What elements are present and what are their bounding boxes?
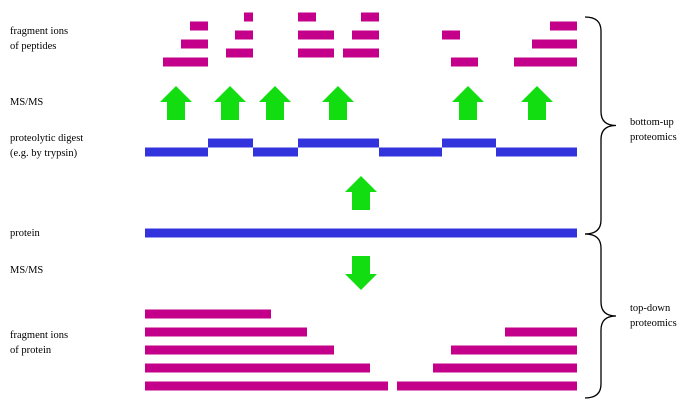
- label-bottom-up-proteomics: bottom-up proteomics: [630, 115, 677, 145]
- label-proteolytic-digest: proteolytic digest (e.g. by trypsin): [10, 131, 83, 161]
- peptide-fragment-bar: [244, 12, 253, 22]
- peptide-fragment-bar: [298, 12, 316, 22]
- label-line: proteomics: [630, 318, 677, 329]
- protein-fragment-bar: [145, 381, 388, 391]
- up-arrow: [521, 86, 553, 120]
- peptide-fragment-bar: [361, 12, 379, 22]
- label-protein: protein: [10, 226, 40, 241]
- peptide-segment: [145, 147, 208, 157]
- label-line: bottom-up: [630, 117, 674, 128]
- protein-bar: [145, 228, 577, 238]
- peptide-fragment-bar: [550, 21, 577, 31]
- label-line: MS/MS: [10, 97, 44, 108]
- protein-fragment-bar: [145, 345, 334, 355]
- peptide-fragment-bar: [298, 30, 334, 40]
- peptide-segment: [442, 138, 496, 148]
- peptide-fragment-bar: [226, 48, 253, 58]
- peptide-segment: [253, 147, 298, 157]
- label-line: (e.g. by trypsin): [10, 148, 78, 159]
- label-line: protein: [10, 228, 40, 239]
- label-line: proteolytic digest: [10, 133, 84, 144]
- label-line: fragment ions: [10, 330, 69, 341]
- up-arrow-digest: [345, 176, 377, 210]
- label-fragment-ions-protein: fragment ions of protein: [10, 328, 68, 358]
- protein-fragment-bar: [433, 363, 577, 373]
- up-arrow: [214, 86, 246, 120]
- up-arrow: [322, 86, 354, 120]
- peptide-fragment-bar: [514, 57, 577, 67]
- peptide-fragment-bar: [163, 57, 208, 67]
- peptide-fragment-bar: [235, 30, 253, 40]
- label-line: MS/MS: [10, 265, 44, 276]
- peptide-segment: [208, 138, 253, 148]
- label-fragment-ions-peptides: fragment ions of peptides: [10, 24, 68, 54]
- label-msms-top: MS/MS: [10, 95, 43, 110]
- peptide-fragment-bar: [190, 21, 208, 31]
- peptide-segment: [496, 147, 577, 157]
- protein-fragment-bar: [451, 345, 577, 355]
- peptide-fragment-bar: [352, 30, 379, 40]
- peptide-fragment-bar: [442, 30, 460, 40]
- up-arrow: [259, 86, 291, 120]
- label-line: fragment ions: [10, 26, 69, 37]
- peptide-fragment-bar: [181, 39, 208, 49]
- top-down-brace: [584, 233, 617, 399]
- peptide-fragment-bar: [343, 48, 379, 58]
- label-line: of protein: [10, 345, 52, 356]
- protein-fragment-bar: [145, 309, 271, 319]
- up-arrow: [452, 86, 484, 120]
- protein-fragment-bar: [145, 363, 370, 373]
- label-line: top-down: [630, 303, 671, 314]
- label-top-down-proteomics: top-down proteomics: [630, 301, 677, 331]
- up-arrow: [160, 86, 192, 120]
- down-arrow-msms: [345, 256, 377, 290]
- peptide-fragment-bar: [532, 39, 577, 49]
- label-line: of peptides: [10, 41, 57, 52]
- protein-fragment-bar: [397, 381, 577, 391]
- label-msms-bottom: MS/MS: [10, 263, 43, 278]
- peptide-fragment-bar: [298, 48, 334, 58]
- bottom-up-brace: [584, 16, 617, 235]
- protein-fragment-bar: [505, 327, 577, 337]
- peptide-fragment-bar: [451, 57, 478, 67]
- peptide-segment: [298, 138, 379, 148]
- label-line: proteomics: [630, 132, 677, 143]
- protein-fragment-bar: [145, 327, 307, 337]
- peptide-segment: [379, 147, 442, 157]
